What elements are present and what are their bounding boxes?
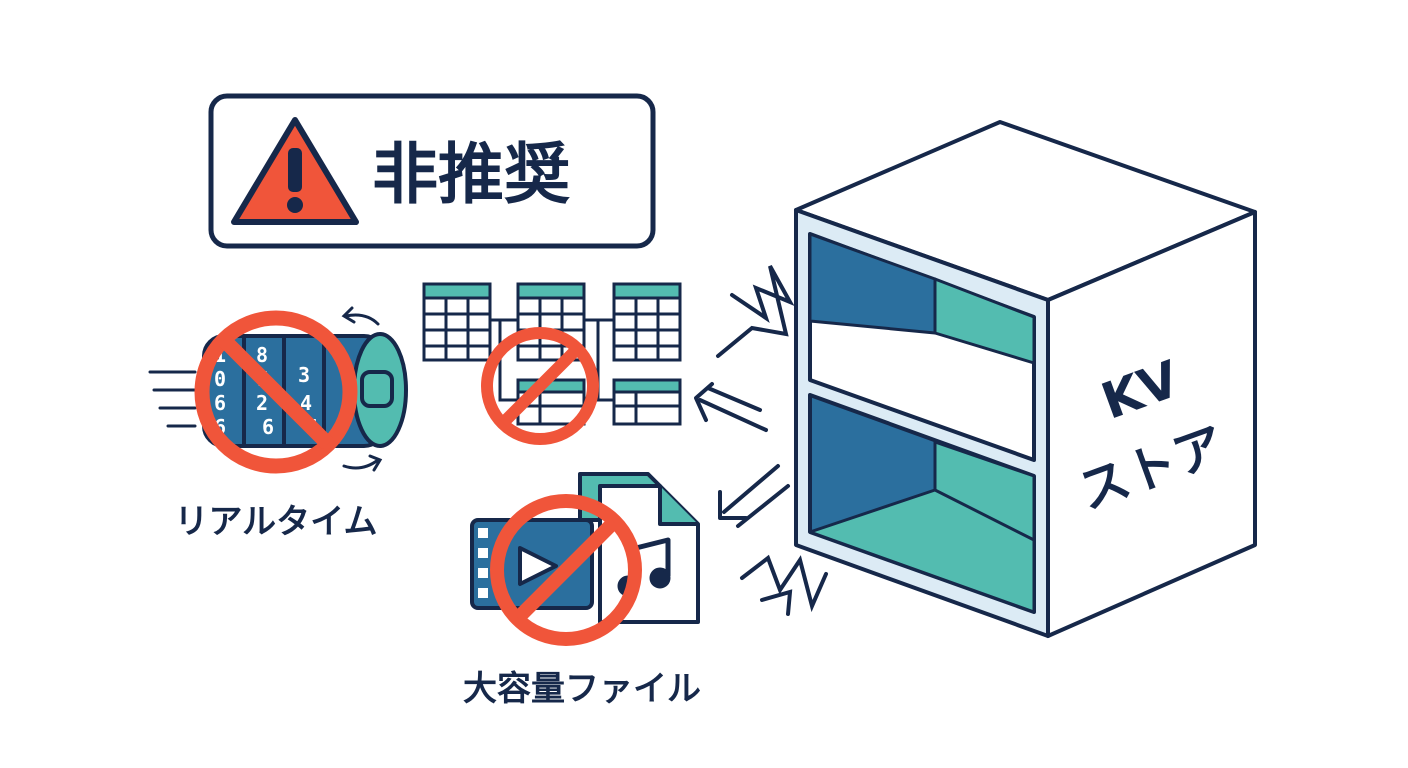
large-file-item: 大容量ファイル bbox=[463, 472, 701, 709]
rotate-arrows-icon bbox=[341, 306, 383, 472]
prohibit-icon bbox=[194, 310, 358, 474]
table-block bbox=[422, 282, 492, 362]
prohibit-icon bbox=[481, 327, 599, 445]
arrow-to-files-icon bbox=[718, 464, 790, 528]
impact-zigzag-top bbox=[716, 265, 795, 358]
realtime-label: リアルタイム bbox=[175, 502, 378, 542]
large-file-label: 大容量ファイル bbox=[463, 669, 701, 709]
kv-shelf-lower-floor bbox=[808, 488, 1036, 614]
counter-digit: 8 bbox=[256, 343, 268, 367]
kv-shelf-upper-right bbox=[933, 277, 1036, 365]
realtime-item: 1 0 6 6 8 7 2 6 3 4 5 リアルタイム bbox=[148, 306, 408, 542]
counter-digit: 2 bbox=[256, 391, 268, 415]
counter-digit: 6 bbox=[262, 415, 274, 439]
table-block bbox=[612, 378, 682, 426]
warning-triangle-icon bbox=[231, 117, 359, 225]
arrow-to-tables-icon bbox=[694, 382, 768, 432]
table-block bbox=[612, 282, 682, 362]
warning-badge-text: 非推奨 bbox=[372, 136, 570, 213]
counter-digit: 6 bbox=[214, 391, 226, 415]
counter-digit: 0 bbox=[214, 367, 226, 391]
relational-tables-icon bbox=[422, 282, 682, 426]
kv-store-box bbox=[794, 120, 1257, 638]
impact-zigzag-bottom bbox=[740, 554, 828, 616]
media-file-icon bbox=[470, 472, 700, 624]
relational-item bbox=[422, 282, 682, 445]
warning-badge: 非推奨 bbox=[208, 93, 656, 249]
prohibit-icon bbox=[490, 494, 642, 646]
audio-file bbox=[598, 484, 700, 624]
counter-digit: 3 bbox=[298, 363, 310, 387]
play-icon bbox=[518, 546, 558, 586]
motion-lines-icon bbox=[148, 370, 197, 428]
